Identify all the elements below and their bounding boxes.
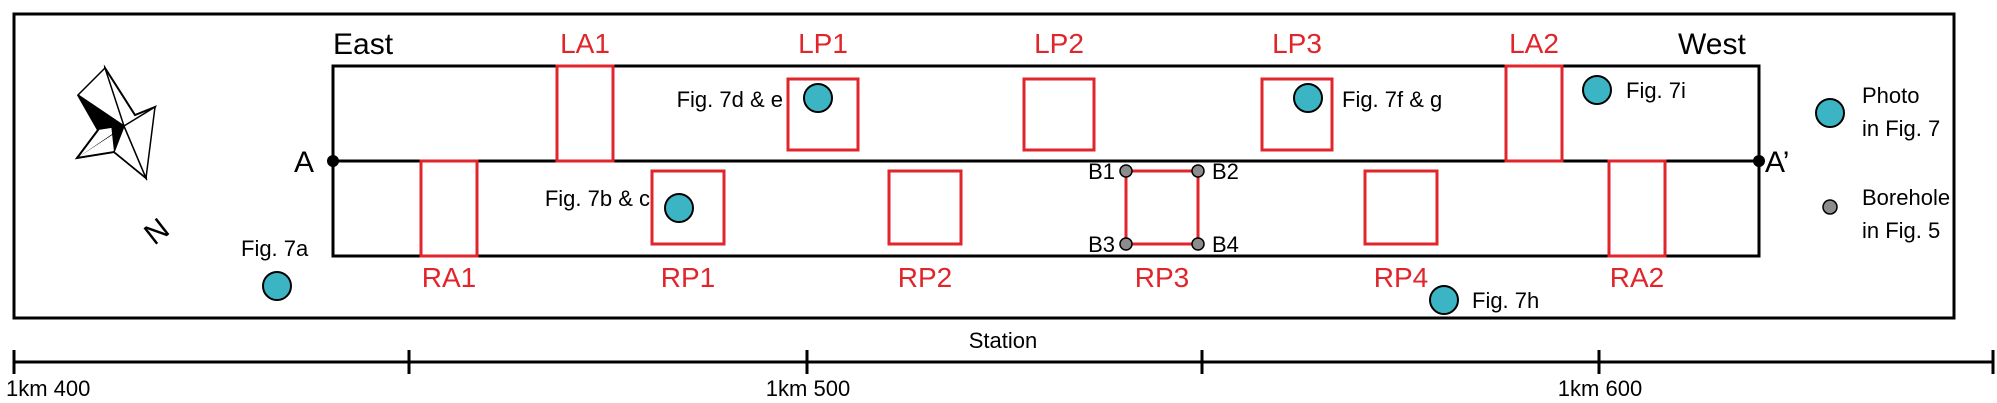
zone-la1 xyxy=(555,64,615,163)
east-label: East xyxy=(333,28,394,61)
borehole-label-b2: B2 xyxy=(1212,159,1239,184)
photo-marker-7fg xyxy=(1293,83,1323,113)
zone-label-rp4: RP4 xyxy=(1374,262,1428,293)
zone-label-rp1: RP1 xyxy=(661,262,715,293)
borehole-b1 xyxy=(1119,164,1133,178)
photo-label-7a: Fig. 7a xyxy=(241,236,309,261)
borehole-label-b4: B4 xyxy=(1212,232,1239,257)
zone-label-rp3: RP3 xyxy=(1135,262,1189,293)
point-a-label: A xyxy=(294,146,314,179)
north-label: N xyxy=(138,212,175,251)
borehole-label-b1: B1 xyxy=(1088,159,1115,184)
photo-marker-7a xyxy=(262,271,292,301)
borehole-b2 xyxy=(1191,164,1205,178)
zone-ra1 xyxy=(419,159,479,258)
photo-marker-7h xyxy=(1429,285,1459,315)
point-a-marker xyxy=(327,155,339,167)
zone-rp3 xyxy=(1124,169,1200,246)
legend-photo-line2: in Fig. 7 xyxy=(1862,116,1940,141)
zone-label-ra1: RA1 xyxy=(422,262,476,293)
zone-rp2 xyxy=(887,169,963,246)
photo-label-7i: Fig. 7i xyxy=(1626,78,1686,103)
zone-label-la1: LA1 xyxy=(560,28,610,59)
legend-photo-line1: Photo xyxy=(1862,83,1920,108)
zone-label-lp1: LP1 xyxy=(798,28,848,59)
zone-label-la2: LA2 xyxy=(1509,28,1559,59)
photo-marker-7bc xyxy=(664,193,694,223)
photo-label-7h: Fig. 7h xyxy=(1472,288,1539,313)
zone-lp2 xyxy=(1022,77,1096,152)
legend-photo-icon xyxy=(1815,98,1845,128)
zone-label-lp2: LP2 xyxy=(1034,28,1084,59)
station-title: Station xyxy=(969,328,1038,353)
zone-rp1 xyxy=(650,169,726,246)
station-tick-label: 1km 600 xyxy=(1558,376,1642,401)
zone-la2 xyxy=(1504,64,1564,163)
legend-borehole-line1: Borehole xyxy=(1862,185,1950,210)
north-arrow-icon xyxy=(74,64,157,181)
photo-label-7bc: Fig. 7b & c xyxy=(545,186,650,211)
photo-label-7fg: Fig. 7f & g xyxy=(1342,87,1442,112)
point-a-prime-marker xyxy=(1753,155,1765,167)
legend-borehole-line2: in Fig. 5 xyxy=(1862,218,1940,243)
zone-label-lp3: LP3 xyxy=(1272,28,1322,59)
zone-ra2 xyxy=(1607,159,1667,258)
photo-label-7de: Fig. 7d & e xyxy=(677,87,783,112)
zone-lp1 xyxy=(786,77,860,152)
borehole-b4 xyxy=(1191,237,1205,251)
legend-borehole-icon xyxy=(1822,199,1838,215)
west-label: West xyxy=(1678,28,1746,61)
zone-label-ra2: RA2 xyxy=(1610,262,1664,293)
map-frame xyxy=(12,12,1956,320)
photo-marker-7de xyxy=(803,83,833,113)
point-a-prime-label: A’ xyxy=(1765,146,1789,179)
station-tick-label: 1km 500 xyxy=(766,376,850,401)
photo-marker-7i xyxy=(1582,75,1612,105)
right-lane-strip xyxy=(331,159,1761,258)
zone-rp4 xyxy=(1363,169,1439,246)
zone-lp3 xyxy=(1260,77,1334,152)
borehole-label-b3: B3 xyxy=(1088,232,1115,257)
zone-label-rp2: RP2 xyxy=(898,262,952,293)
borehole-b3 xyxy=(1119,237,1133,251)
station-tick-label: 1km 400 xyxy=(6,376,90,401)
